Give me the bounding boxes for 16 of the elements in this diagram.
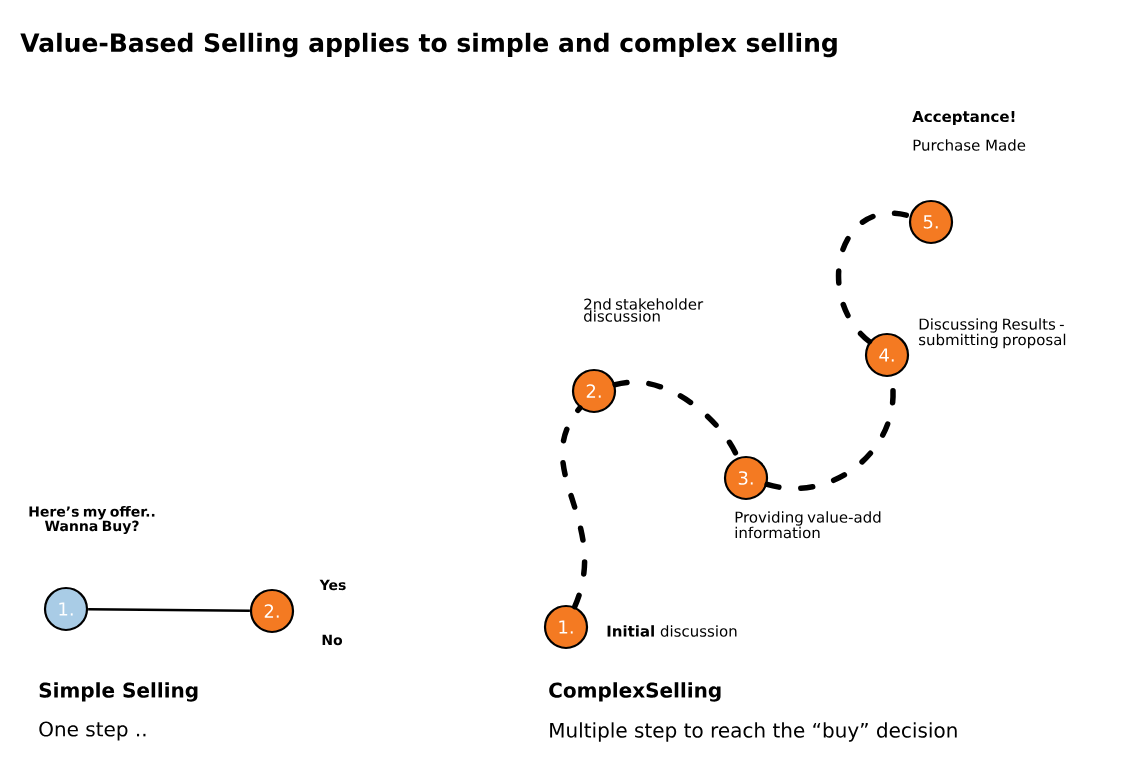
title: Value-Based Selling applies to simple and complex selling <box>20 32 837 58</box>
step-caption: Discussing Results - submitting proposal <box>919 318 1066 349</box>
step-caption: Acceptance! <box>912 110 1015 125</box>
step-caption: Providing value-add information <box>735 511 881 539</box>
step-caption: Here’s my offer.. Wanna Buy? <box>29 505 155 535</box>
section-heading: Simple Selling <box>39 682 198 702</box>
connector-line <box>88 607 250 612</box>
dashed-connector <box>559 405 588 610</box>
section-heading: ComplexSelling <box>549 682 721 702</box>
section-subtitle: Multiple step to reach the “buy” decision <box>550 722 957 742</box>
section-subtitle: One step .. <box>39 721 146 741</box>
step-caption: No <box>322 634 343 646</box>
step-caption: Initial discussion <box>607 625 737 637</box>
step-caption: Purchase Made <box>913 139 1026 151</box>
step-caption: Yes <box>319 579 346 591</box>
step-caption: 2nd stakeholder discussion <box>584 298 704 322</box>
